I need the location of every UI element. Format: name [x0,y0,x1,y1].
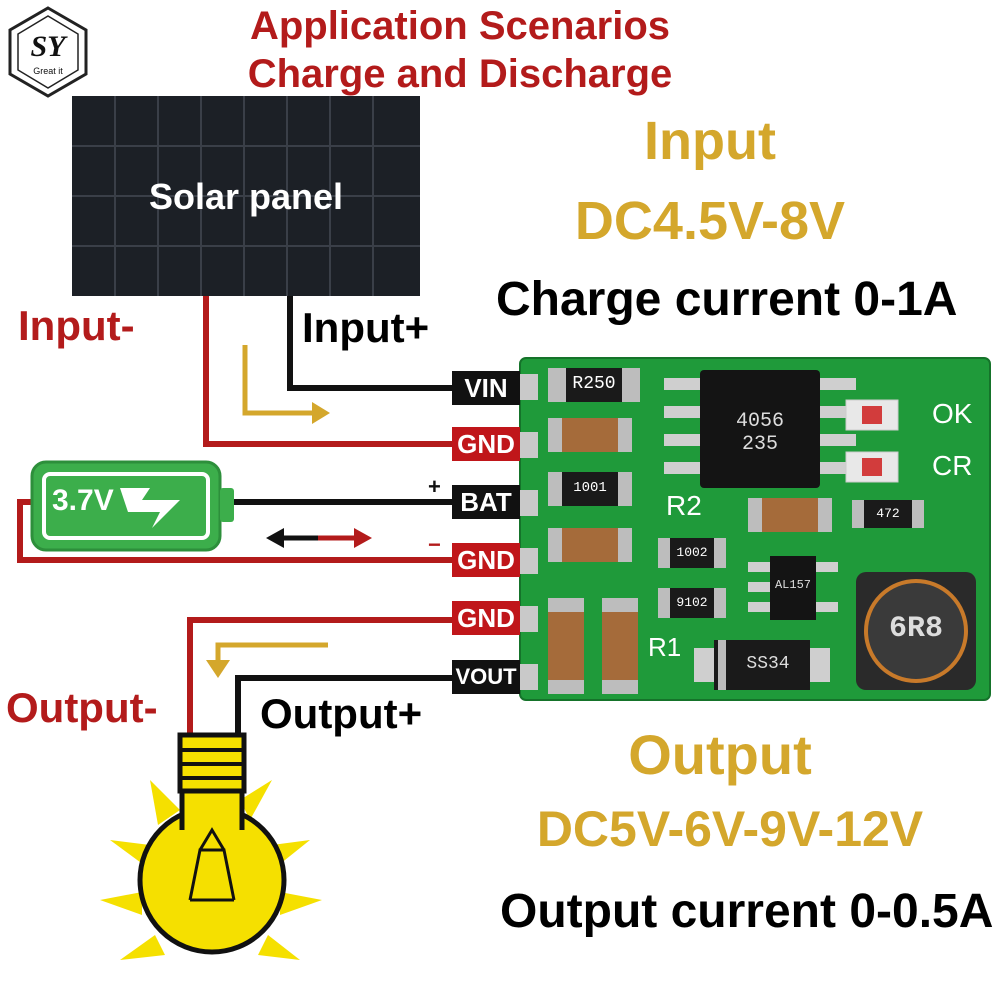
pin-gnd-minus-sign: − [428,532,441,557]
battery-icon [30,460,234,552]
brand-logo: SY Great it [8,6,88,98]
logo-letters: SY [30,30,66,63]
output-plus-label: Output+ [260,690,423,737]
led-ok-label: OK [932,398,973,429]
wire-output-plus [235,675,456,740]
pin-bat-plus-sign: + [428,474,441,499]
ic-small-label: AL157 [774,578,811,592]
light-bulb-icon [100,732,322,960]
pin-bat: BAT [452,485,520,519]
input-label: Input [644,111,776,171]
resistor-472-label: 472 [876,506,900,521]
logo-tagline: Great it [33,66,63,76]
diode-label: SS34 [746,654,790,674]
inductor-label: 6R8 [888,612,943,646]
pin-gnd-output: GND [452,601,520,635]
flow-arrow-input [242,345,315,416]
resistor-1002-label: 1002 [676,545,708,560]
pin-vin: VIN [452,371,520,405]
wire-input-minus [203,296,456,447]
battery-voltage-label: 3.7V [52,484,114,517]
wire-battery-minus [17,499,456,563]
output-minus-label: Output- [6,684,158,731]
r2-label: R2 [666,490,702,521]
pin-gnd-battery: GND [452,543,520,577]
bidirectional-arrow [266,528,372,548]
charge-current: Charge current 0-1A [496,273,958,326]
input-voltage-range: DC4.5V-8V [574,191,846,251]
solar-panel-label: Solar panel [148,176,344,217]
resistor-1001-label: 1001 [573,480,607,496]
wire-output-minus [187,617,456,760]
flow-arrow-output [215,642,328,662]
input-minus-label: Input- [18,302,135,349]
title-line2: Charge and Discharge [247,52,673,96]
ic-main-label: 4056 235 [735,410,784,456]
pcb-board [519,357,991,701]
output-label: Output [628,723,812,786]
led-cr-label: CR [932,450,973,481]
title-line1: Application Scenarios [249,4,671,48]
r1-label: R1 [648,632,682,662]
input-plus-label: Input+ [302,304,430,351]
solar-panel [72,96,420,296]
pin-gnd-input: GND [452,427,520,461]
output-voltage-range: DC5V-6V-9V-12V [536,801,924,857]
wire-input-plus [287,296,456,391]
resistor-r250-label: R250 [572,374,616,394]
output-current: Output current 0-0.5A [500,885,994,938]
pin-vout: VOUT [452,660,520,694]
resistor-9102-label: 9102 [676,595,708,610]
